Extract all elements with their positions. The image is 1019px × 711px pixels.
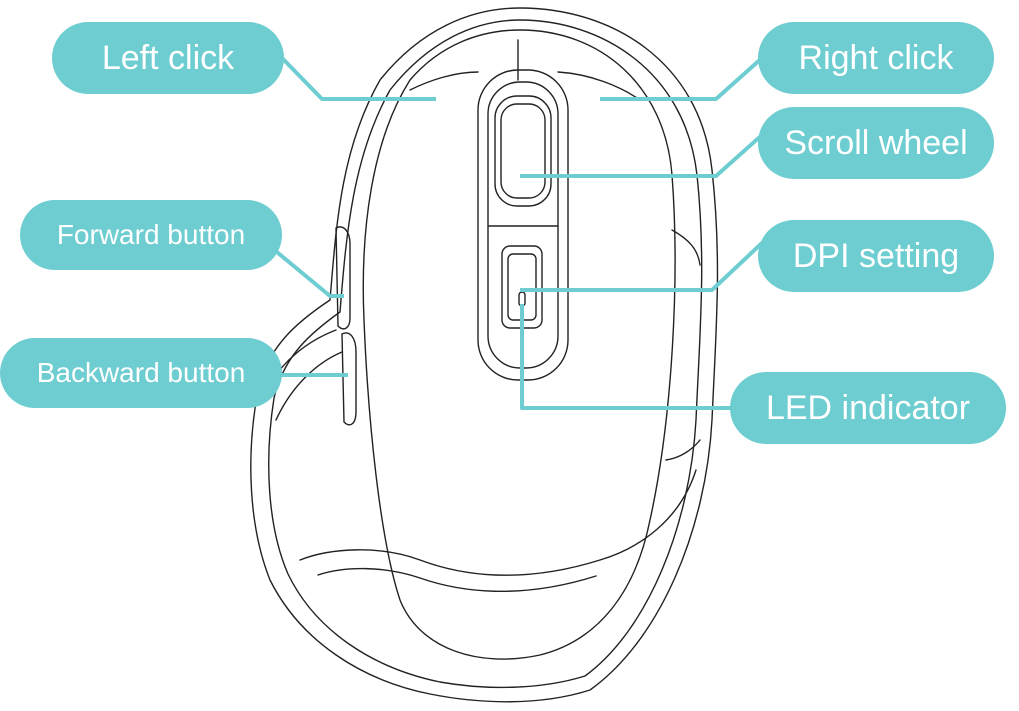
label-led-indicator: LED indicator	[730, 372, 1006, 444]
leader-forward-button	[270, 246, 344, 298]
label-scroll-wheel: Scroll wheel	[758, 107, 994, 179]
mouse-palm-surface	[362, 29, 676, 660]
label-left-click: Left click	[52, 22, 284, 94]
leader-scroll-wheel	[520, 133, 764, 178]
label-forward-button: Forward button	[20, 200, 282, 270]
mouse-bottom-skirt-inner	[317, 567, 597, 592]
scroll-wheel-inner	[500, 103, 546, 199]
label-dpi-setting-text: DPI setting	[792, 236, 960, 275]
side-ridge-right-low	[665, 439, 701, 461]
forward-side-button	[335, 226, 351, 330]
label-backward-button: Backward button	[0, 338, 282, 408]
left-click-surface	[409, 71, 479, 91]
mouse-bottom-skirt	[299, 469, 697, 576]
right-click-surface	[557, 71, 641, 101]
label-left-click-text: Left click	[101, 38, 235, 77]
mouse-outer-shell	[250, 7, 719, 703]
label-right-click-text: Right click	[798, 38, 954, 77]
leader-right-click	[600, 56, 764, 101]
side-ridge-right	[671, 229, 701, 266]
leader-left-click	[280, 56, 436, 101]
mouse-inner-shell	[268, 19, 703, 689]
scroll-wheel	[494, 95, 552, 207]
leader-dpi-setting	[520, 241, 764, 292]
led-light	[518, 291, 526, 307]
label-forward-button-text: Forward button	[56, 219, 246, 250]
leader-led-indicator	[520, 304, 738, 410]
backward-side-button	[341, 332, 357, 426]
label-scroll-wheel-text: Scroll wheel	[784, 123, 968, 162]
label-right-click: Right click	[758, 22, 994, 94]
label-dpi-setting: DPI setting	[758, 220, 994, 292]
label-backward-button-text: Backward button	[36, 357, 246, 388]
label-led-indicator-text: LED indicator	[765, 388, 971, 427]
